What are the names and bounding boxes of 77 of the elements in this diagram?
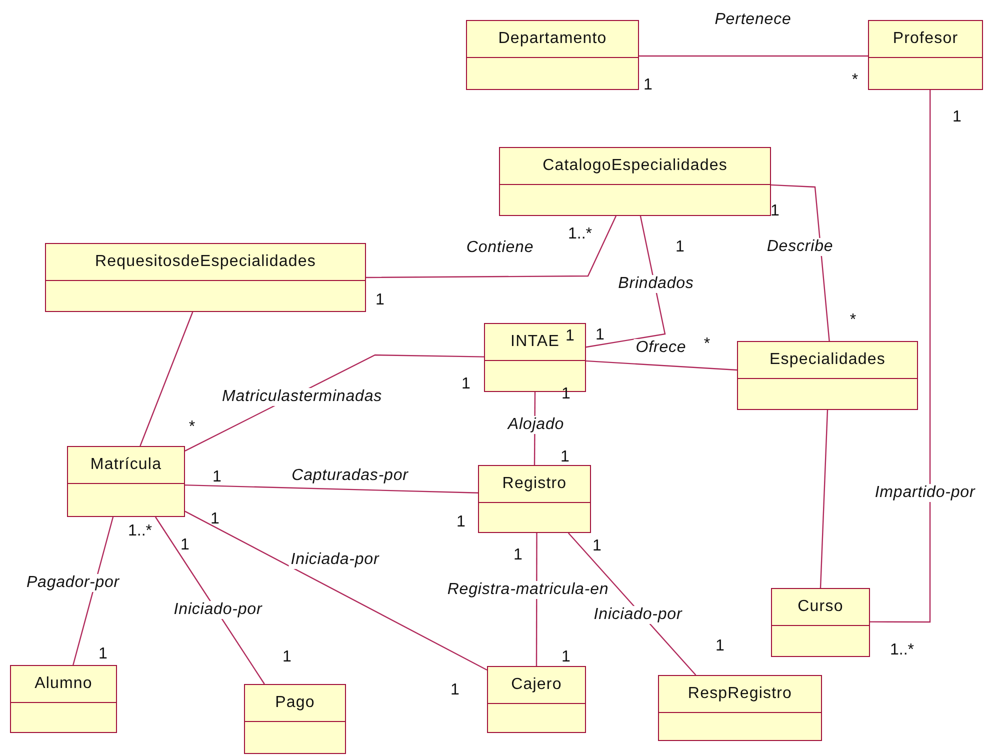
class-box	[45, 243, 366, 312]
multiplicity-label: 1	[952, 108, 962, 126]
class-name: Alumno	[34, 675, 92, 693]
association-label: Alojado	[506, 416, 566, 434]
class-name: Departamento	[498, 30, 607, 48]
class-box	[771, 588, 870, 657]
multiplicity-label: 1..*	[128, 522, 152, 540]
association-label: Matriculasterminadas	[220, 388, 384, 406]
multiplicity-label: 1	[282, 648, 292, 666]
multiplicity-label: 1	[376, 292, 384, 308]
association-line	[72, 516, 114, 666]
class-box	[466, 20, 639, 90]
association-line	[820, 410, 828, 588]
association-label: Describe	[764, 238, 836, 256]
association-line	[586, 216, 666, 348]
multiplicity-label: 1	[562, 648, 570, 666]
class-name: Profesor	[892, 30, 958, 48]
multiplicity-label: 1	[716, 638, 724, 654]
association-line	[870, 90, 931, 623]
association-line	[568, 532, 696, 676]
class-name: CatalogoEspecialidades	[542, 157, 728, 175]
class-box	[478, 465, 591, 533]
class-name: Especialidades	[769, 351, 886, 369]
association-line	[586, 360, 738, 371]
multiplicity-label: 1	[592, 538, 602, 554]
class-box	[10, 665, 117, 733]
class-name: Cajero	[511, 676, 562, 694]
multiplicity-label: 1	[676, 238, 684, 256]
class-box	[67, 446, 185, 517]
class-box	[499, 147, 771, 216]
class-name: Curso	[798, 598, 844, 616]
multiplicity-label: 1	[560, 448, 570, 466]
class-name: INTAE	[510, 333, 560, 351]
association-label: Pagador-por	[24, 574, 122, 592]
class-box	[487, 666, 586, 733]
association-line	[184, 484, 478, 494]
multiplicity-label: 1	[98, 646, 108, 662]
multiplicity-label: *	[852, 72, 858, 88]
multiplicity-label: 1	[514, 546, 522, 564]
class-name: Pago	[275, 694, 315, 712]
multiplicity-label: 1	[212, 468, 222, 486]
multiplicity-label: 1	[596, 326, 604, 344]
association-label: Impartido-por	[872, 484, 978, 502]
multiplicity-label: 1	[210, 510, 220, 528]
multiplicity-label: 1	[462, 376, 470, 392]
multiplicity-label: *	[188, 418, 196, 436]
multiplicity-label: 1	[180, 536, 190, 554]
association-label: Iniciada-por	[288, 551, 382, 569]
association-line	[639, 55, 868, 57]
multiplicity-label: *	[850, 312, 856, 328]
class-name: Matrícula	[90, 456, 162, 474]
multiplicity-label: *	[704, 336, 710, 352]
multiplicity-label: 1	[456, 514, 466, 530]
association-label: Registra-matricula-en	[445, 581, 611, 599]
association-label: Iniciado-por	[172, 601, 264, 619]
class-box	[737, 341, 918, 410]
association-line	[184, 354, 484, 452]
multiplicity-label: 1	[450, 682, 460, 698]
association-label: Brindados	[616, 275, 696, 293]
association-line	[155, 516, 265, 684]
association-label: Iniciado-por	[592, 606, 684, 624]
class-name: Registro	[502, 475, 567, 493]
association-label: Capturadas-por	[290, 467, 410, 485]
multiplicity-label: 1..*	[890, 642, 914, 658]
class-box	[868, 20, 983, 90]
multiplicity-label: 1..*	[568, 226, 592, 242]
association-line	[140, 312, 194, 446]
multiplicity-label: 1	[566, 328, 574, 344]
association-line	[366, 216, 616, 278]
class-box	[244, 684, 346, 754]
association-line	[184, 510, 488, 671]
multiplicity-label: 1	[644, 76, 652, 94]
class-name: RequesitosdeEspecialidades	[94, 253, 316, 271]
association-line	[770, 184, 830, 342]
class-name: RespRegistro	[688, 685, 792, 703]
multiplicity-label: 1	[770, 202, 780, 220]
class-box	[658, 675, 822, 741]
